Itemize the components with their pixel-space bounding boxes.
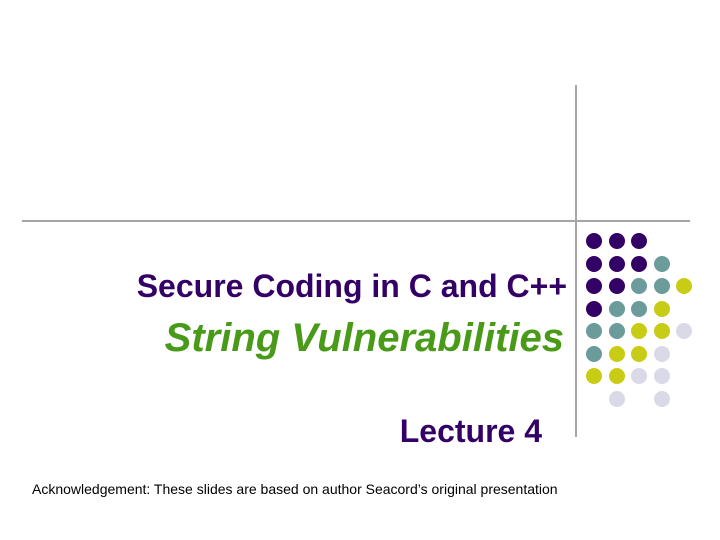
dot-yellow <box>631 345 647 362</box>
dot-yellow <box>631 323 647 339</box>
dot-teal <box>586 323 602 339</box>
dot-purple <box>608 255 625 272</box>
dot-purple <box>586 278 602 294</box>
decorative-dot-grid <box>586 233 706 413</box>
dot-purple <box>586 255 602 272</box>
dot-purple <box>608 278 625 294</box>
acknowledgement-text: Acknowledgement: These slides are based … <box>32 481 558 497</box>
dot-teal <box>653 255 670 272</box>
dot-purple <box>608 233 625 249</box>
dot-purple <box>586 300 602 317</box>
dot-lavender <box>653 368 670 384</box>
dot-yellow <box>586 368 602 384</box>
dot-teal <box>608 300 625 317</box>
slide-title: Secure Coding in C and C++ <box>136 268 567 304</box>
dot-teal <box>608 323 625 339</box>
dot-teal <box>653 278 670 294</box>
dot-yellow <box>608 345 625 362</box>
horizontal-divider <box>22 220 690 222</box>
dot-lavender <box>608 390 625 407</box>
dot-teal <box>631 278 647 294</box>
dot-purple <box>586 233 602 249</box>
dot-lavender <box>631 368 647 384</box>
dot-teal <box>631 300 647 317</box>
dot-yellow <box>653 323 670 339</box>
dot-lavender <box>676 323 692 339</box>
dot-yellow <box>608 368 625 384</box>
vertical-divider <box>575 85 577 437</box>
dot-yellow <box>653 300 670 317</box>
dot-purple <box>631 255 647 272</box>
dot-lavender <box>653 390 670 407</box>
dot-teal <box>586 345 602 362</box>
dot-lavender <box>653 345 670 362</box>
dot-purple <box>631 233 647 249</box>
dot-yellow <box>676 278 692 294</box>
lecture-label: Lecture 4 <box>399 413 542 449</box>
slide-subtitle: String Vulnerabilities <box>164 316 564 360</box>
